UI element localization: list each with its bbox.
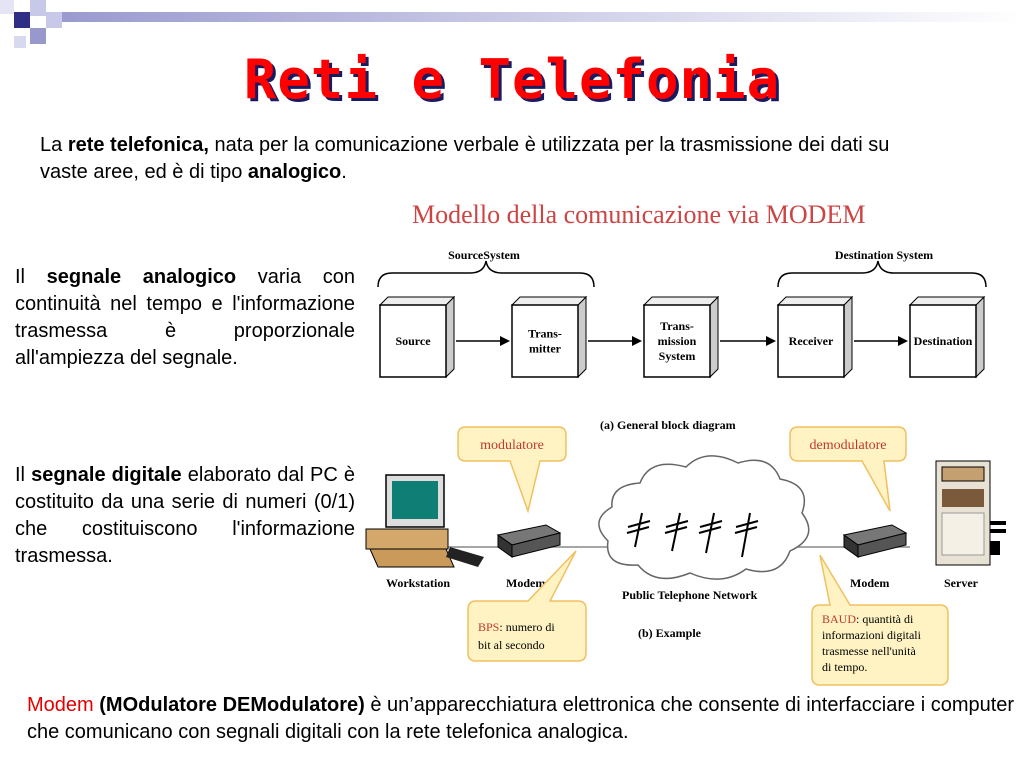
analog-text-2: varia con continuità nel tempo e l'infor…	[15, 266, 355, 369]
intro-text-3: .	[341, 161, 347, 183]
block-5: Destination	[908, 295, 986, 379]
callout-baud: BAUD: quantità di informazioni digitali …	[811, 554, 949, 686]
analog-paragraph: Il segnale analogico varia con continuit…	[15, 264, 355, 372]
block-2-label: mitter	[529, 342, 562, 356]
digital-text-2: elaborato dal PC è costituito da una ser…	[15, 464, 355, 567]
digital-paragraph: Il segnale digitale elaborato dal PC è c…	[15, 462, 355, 570]
caption-a: (a) General block diagram	[600, 418, 736, 432]
modem-left-label: Modem	[506, 576, 545, 590]
modem-diagram: Modello della comunicazione via MODEM So…	[350, 195, 1024, 695]
digital-bold: segnale digitale	[31, 464, 182, 486]
block-3-label: mission	[658, 334, 697, 348]
baud-line-2: informazioni digitali	[822, 628, 922, 642]
digital-text-1: Il	[15, 464, 32, 486]
network-cloud	[598, 455, 810, 580]
callout-demodulatore-text: demodulatore	[810, 438, 887, 453]
block-2: Trans-mitter	[510, 295, 588, 379]
bps-text-1: : numero di	[499, 620, 555, 634]
modem-bold: (MOdulatore DEModulatore)	[93, 694, 365, 716]
caption-b: (b) Example	[638, 626, 702, 640]
analog-bold: segnale analogico	[46, 266, 237, 288]
block-3-label: System	[659, 349, 696, 363]
baud-line-4: di tempo.	[822, 660, 867, 674]
server-label: Server	[944, 576, 979, 590]
intro-paragraph: La rete telefonica, nata per la comunica…	[40, 132, 920, 186]
intro-bold-2: analogico	[247, 161, 342, 183]
modem-term: Modem	[27, 694, 94, 716]
intro-bold-1: rete telefonica,	[67, 134, 209, 156]
block-5-label: Destination	[914, 334, 973, 348]
block-diagram: SourceTrans-mitterTrans-missionSystemRec…	[378, 295, 986, 379]
baud-text-1: : quantità di	[856, 612, 914, 626]
callout-modulatore: modulatore	[457, 426, 567, 514]
callout-modulatore-text: modulatore	[480, 438, 544, 453]
diagram-heading: Modello della comunicazione via MODEM	[412, 200, 865, 229]
baud-term: BAUD	[822, 612, 856, 626]
network-label: Public Telephone Network	[622, 588, 758, 602]
callout-bps: BPS: numero di bit al secondo	[467, 550, 587, 662]
block-1-label: Source	[395, 334, 431, 348]
source-brace	[377, 260, 595, 288]
modem-diagram-graphic: Modello della comunicazione via MODEM So…	[365, 200, 1006, 686]
block-1: Source	[378, 295, 456, 379]
source-system-label: SourceSystem	[448, 248, 520, 262]
baud-line-3: trasmesse nell'unità	[822, 644, 916, 658]
block-2-label: Trans-	[528, 327, 562, 341]
bps-line-1: BPS: numero di	[478, 620, 555, 634]
block-arrow-head	[500, 336, 510, 346]
intro-text-1: La	[40, 134, 68, 156]
modem-right-icon	[842, 524, 908, 558]
workstation-label: Workstation	[386, 576, 450, 590]
destination-brace	[777, 260, 987, 288]
analog-text-1: Il	[15, 266, 47, 288]
bps-term: BPS	[478, 620, 499, 634]
modem-text: è un’apparecchiatura elettronica che con…	[27, 694, 1015, 743]
block-4-label: Receiver	[789, 334, 834, 348]
destination-system-label: Destination System	[835, 248, 933, 262]
corner-decoration-graphic	[0, 0, 1024, 48]
callout-demodulatore: demodulatore	[789, 426, 907, 512]
intro-text-2: nata per la comunicazione verbale è util…	[40, 134, 890, 183]
modem-right-label: Modem	[850, 576, 889, 590]
block-arrow-head	[898, 336, 908, 346]
block-4: Receiver	[776, 295, 854, 379]
slide-title: Reti e Telefonia	[243, 48, 781, 111]
corner-decoration	[0, 0, 1024, 70]
block-arrow-head	[632, 336, 642, 346]
block-3-label: Trans-	[660, 319, 694, 333]
server-icon	[935, 460, 1006, 566]
modem-left-icon	[496, 524, 562, 558]
bps-line-2: bit al secondo	[478, 638, 545, 652]
workstation-icon	[365, 474, 484, 568]
block-arrow-head	[766, 336, 776, 346]
modem-paragraph: Modem (MOdulatore DEModulatore) è un’app…	[27, 692, 1017, 746]
baud-line-1: BAUD: quantità di	[822, 612, 914, 626]
